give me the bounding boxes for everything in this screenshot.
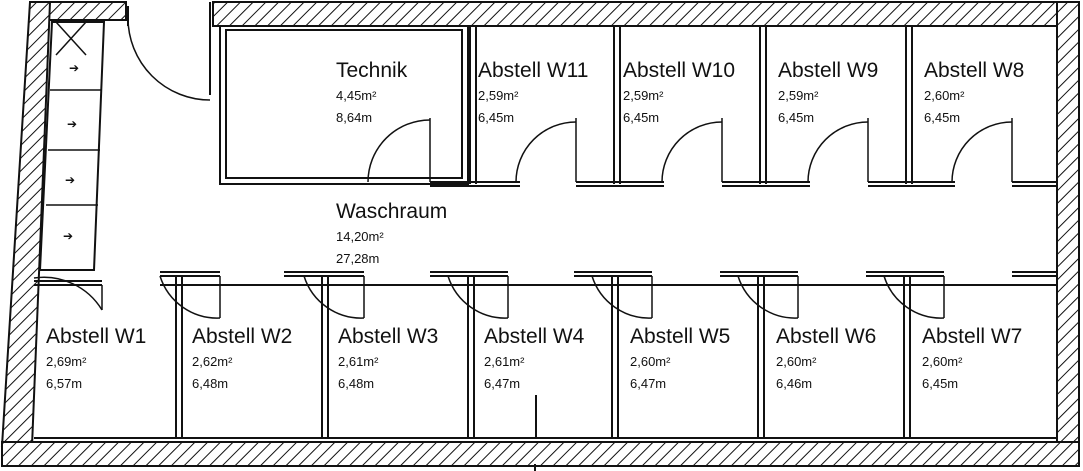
- wall-right: [1056, 1, 1080, 447]
- room-area: 2,60m²: [630, 354, 671, 369]
- room-perimeter: 6,45m: [478, 110, 514, 125]
- room-perimeter: 6,47m: [630, 376, 666, 391]
- room-perimeter: 8,64m: [336, 110, 372, 125]
- room-area: 14,20m²: [336, 229, 384, 244]
- room-name: Abstell W3: [338, 325, 438, 348]
- room-abstell-w1: Abstell W1 2,69m² 6,57m: [46, 325, 146, 391]
- room-area: 2,60m²: [924, 88, 965, 103]
- room-name: Abstell W2: [192, 325, 292, 348]
- room-area: 2,60m²: [776, 354, 817, 369]
- room-area: 2,59m²: [778, 88, 819, 103]
- room-name: Waschraum: [336, 200, 447, 223]
- room-area: 2,59m²: [478, 88, 519, 103]
- room-abstell-w5: Abstell W5 2,60m² 6,47m: [630, 325, 730, 391]
- room-abstell-w4: Abstell W4 2,61m² 6,47m: [484, 325, 585, 391]
- room-name: Abstell W5: [630, 325, 730, 348]
- room-abstell-w3: Abstell W3 2,61m² 6,48m: [338, 325, 438, 391]
- room-abstell-w10: Abstell W10 2,59m² 6,45m: [623, 59, 735, 125]
- room-perimeter: 6,45m: [922, 376, 958, 391]
- svg-text:➔: ➔: [65, 173, 75, 187]
- room-perimeter: 6,48m: [192, 376, 228, 391]
- room-name: Abstell W8: [924, 59, 1024, 82]
- interior-walls: [34, 25, 1057, 438]
- staircase: ➔ ➔ ➔ ➔: [38, 21, 106, 271]
- room-name: Abstell W10: [623, 59, 735, 82]
- room-perimeter: 6,57m: [46, 376, 82, 391]
- svg-text:➔: ➔: [67, 117, 77, 131]
- room-perimeter: 6,45m: [924, 110, 960, 125]
- room-name: Abstell W11: [478, 59, 589, 82]
- room-area: 2,69m²: [46, 354, 87, 369]
- room-perimeter: 27,28m: [336, 251, 379, 266]
- wall-top: [212, 1, 1080, 27]
- room-perimeter: 6,45m: [623, 110, 659, 125]
- room-abstell-w8: Abstell W8 2,60m² 6,45m: [924, 59, 1024, 125]
- room-name: Abstell W4: [484, 325, 585, 348]
- room-perimeter: 6,47m: [484, 376, 520, 391]
- room-name: Abstell W7: [922, 325, 1022, 348]
- wall-bottom: [1, 441, 1080, 467]
- room-abstell-w6: Abstell W6 2,60m² 6,46m: [776, 325, 876, 391]
- entrance-door: [127, 2, 211, 101]
- room-area: 2,60m²: [922, 354, 963, 369]
- door-swings: [33, 118, 1013, 319]
- room-perimeter: 6,46m: [776, 376, 812, 391]
- room-perimeter: 6,45m: [778, 110, 814, 125]
- room-name: Abstell W6: [776, 325, 876, 348]
- room-abstell-w2: Abstell W2 2,62m² 6,48m: [192, 325, 292, 391]
- room-abstell-w7: Abstell W7 2,60m² 6,45m: [922, 325, 1022, 391]
- room-area: 2,59m²: [623, 88, 664, 103]
- room-technik: Technik 4,45m² 8,64m: [336, 59, 408, 125]
- room-abstell-w9: Abstell W9 2,59m² 6,45m: [778, 59, 878, 125]
- room-waschraum: Waschraum 14,20m² 27,28m: [336, 200, 447, 266]
- svg-text:➔: ➔: [69, 61, 79, 75]
- room-area: 2,61m²: [484, 354, 525, 369]
- room-name: Technik: [336, 59, 408, 82]
- room-area: 2,61m²: [338, 354, 379, 369]
- room-name: Abstell W9: [778, 59, 878, 82]
- room-perimeter: 6,48m: [338, 376, 374, 391]
- room-name: Abstell W1: [46, 325, 146, 348]
- room-area: 2,62m²: [192, 354, 233, 369]
- svg-text:➔: ➔: [63, 229, 73, 243]
- room-abstell-w11: Abstell W11 2,59m² 6,45m: [478, 59, 589, 125]
- room-area: 4,45m²: [336, 88, 377, 103]
